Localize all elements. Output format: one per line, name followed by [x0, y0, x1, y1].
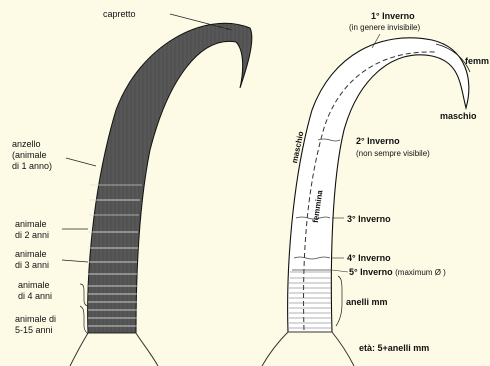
maschio-tip-label: maschio — [440, 111, 477, 122]
winter4-label: 4° Inverno — [347, 253, 391, 264]
three-years-label: animale di 3 anni — [15, 249, 49, 271]
rings-brace — [336, 276, 342, 326]
five-fifteen-label: animale di 5-15 anni — [15, 314, 56, 336]
two-years-line-1: animale — [15, 219, 49, 230]
four-years-brace — [80, 284, 88, 306]
anzello-line-2: (animale — [12, 150, 52, 161]
winter5-leader — [332, 270, 348, 272]
three-years-line-2: di 3 anni — [15, 260, 49, 271]
two-years-line-2: di 2 anni — [15, 230, 49, 241]
four-years-line-2: di 4 anni — [18, 291, 52, 302]
winter1-note: (in genere invisibile) — [349, 22, 420, 33]
age-label: età: 5+anelli mm — [359, 343, 429, 354]
winter5-label: 5° Inverno (maximum Ø ) — [349, 267, 446, 278]
anzello-line-1: anzello — [12, 139, 52, 150]
five-fifteen-brace — [80, 306, 88, 334]
three-years-line-1: animale — [15, 249, 49, 260]
right-horn — [262, 34, 470, 366]
five-fifteen-line-2: 5-15 anni — [15, 325, 56, 336]
left-horn — [62, 14, 252, 366]
winter2-note: (non sempre visibile) — [356, 148, 430, 159]
femm-label: femm — [465, 56, 489, 67]
four-years-label: animale di 4 anni — [18, 280, 52, 302]
four-years-line-1: animale — [18, 280, 52, 291]
five-fifteen-line-1: animale di — [15, 314, 56, 325]
left-horn-base — [70, 333, 158, 366]
rings-label: anelli mm — [346, 297, 388, 308]
winter5-note: (maximum Ø ) — [395, 268, 446, 277]
right-horn-base — [262, 332, 354, 366]
anzello-line-3: di 1 anno) — [12, 161, 52, 172]
three-years-leader — [62, 260, 88, 262]
two-years-label: animale di 2 anni — [15, 219, 49, 241]
anzello-label: anzello (animale di 1 anno) — [12, 139, 52, 172]
winter5-title: 5° Inverno — [349, 267, 393, 277]
winter1-label: 1° Inverno — [371, 11, 415, 22]
capretto-label: capretto — [103, 9, 136, 20]
anzello-leader — [66, 158, 96, 166]
left-horn-body — [88, 23, 252, 333]
winter3-label: 3° Inverno — [347, 214, 391, 225]
winter2-label: 2° Inverno — [356, 136, 400, 147]
